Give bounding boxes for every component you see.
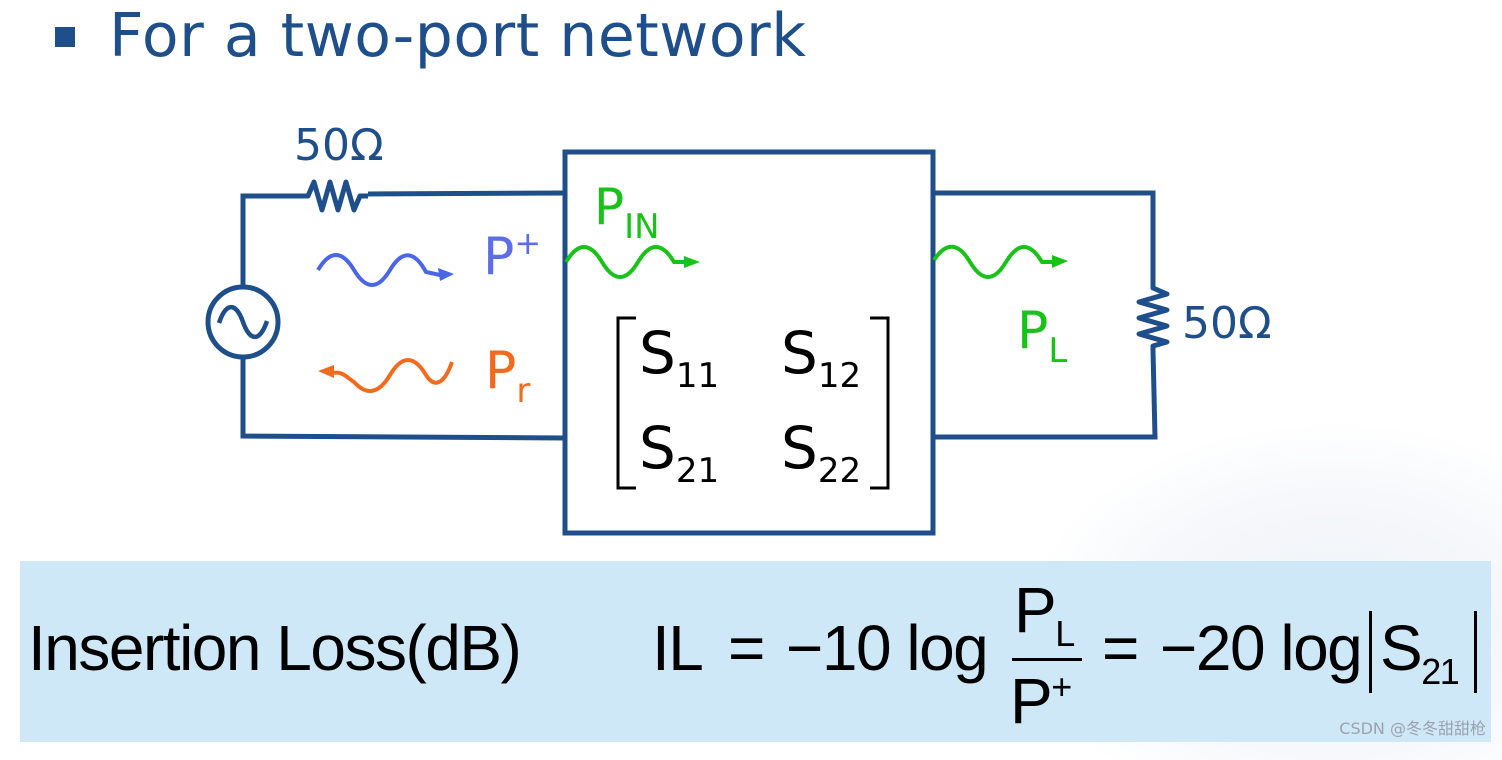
formula-equals-2: = [1102,612,1139,684]
input-power-label: PIN [594,178,660,247]
matrix-entry-s11: S11 [639,319,719,396]
input-bottom-wire [240,358,566,441]
reflected-wave-arrow-icon [318,358,454,393]
source-resistor-label: 50Ω [294,120,384,171]
fraction-denominator: P+ [1010,665,1072,737]
load-power-label: PL [1017,301,1067,371]
formula-s21: S21 [1380,612,1460,692]
matrix-entry-s22: S22 [781,414,861,491]
watermark: CSDN @冬冬甜甜枪 [1339,719,1486,738]
load-resistor-label: 50Ω [1182,298,1272,349]
two-port-box [562,149,936,536]
formula-term-2: −20 log [1160,612,1363,684]
bullet-point: For a two-port network [55,0,806,72]
ac-source-icon [205,284,281,360]
input-power-wave-arrow-icon [564,245,700,279]
incident-wave-arrow-icon [316,253,454,287]
source-top-wire [240,193,300,322]
matrix-entry-s12: S12 [781,319,861,396]
reflected-power-label: Pr [485,341,530,411]
load-resistor-icon [1136,283,1170,350]
abs-bar-right [1474,611,1477,693]
formula-term-1: −10 log [786,612,989,684]
fraction-bar [1012,658,1082,661]
formula-equals-1: = [728,612,765,684]
insertion-loss-formula-panel: Insertion Loss(dB) IL = −10 log PL P+ = … [20,561,1491,742]
insertion-loss-label: Insertion Loss(dB) [28,612,522,684]
load-power-wave-arrow-icon [932,244,1068,279]
output-top-wire [933,190,1156,283]
abs-bar-left [1369,611,1372,693]
matrix-left-bracket [616,316,636,490]
matrix-right-bracket [870,316,890,490]
output-bottom-wire [933,349,1158,440]
fraction-numerator: PL [1014,574,1075,654]
bullet-square-icon [55,27,75,47]
formula-lhs: IL [652,612,704,684]
matrix-entry-s21: S21 [639,414,719,491]
incident-power-label: P+ [483,224,541,287]
two-port-circuit-diagram: 50Ω 50Ω P+ Pr PIN PL S11 S12 S21 S22 [205,120,1272,536]
bullet-text: For a two-port network [109,1,807,71]
input-top-wire [367,190,566,197]
source-resistor-icon [300,179,368,213]
